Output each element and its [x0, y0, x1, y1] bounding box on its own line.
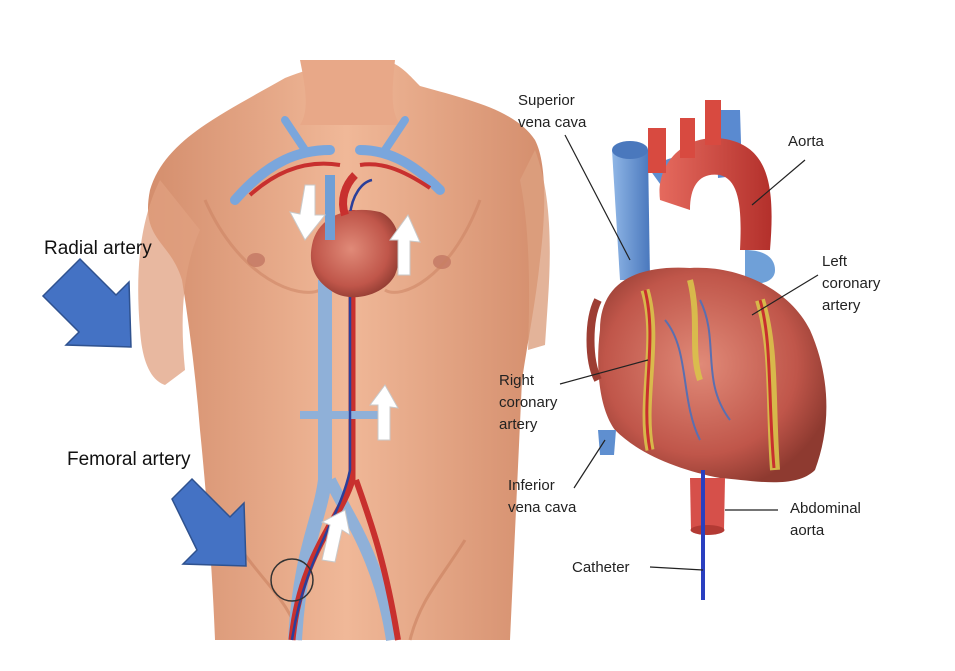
- aorta-label: Aorta: [788, 133, 824, 150]
- torso-silhouette: [147, 62, 545, 640]
- neck: [300, 60, 400, 125]
- flow-arrows: [289, 184, 421, 563]
- right-coronary-artery-vessel: [643, 289, 652, 451]
- left-arm: [138, 180, 200, 385]
- leader-lines: [559, 134, 819, 571]
- left-coronary-artery-label: Left coronary artery: [822, 253, 881, 314]
- femoral-artery-arrow-icon: [171, 477, 247, 567]
- inferior-vena-cava-label: Inferior vena cava: [508, 477, 577, 516]
- superior-vena-cava-label: Superior vena cava: [518, 92, 587, 131]
- femoral-access-circle: [270, 558, 314, 602]
- torso-heart: [310, 172, 400, 298]
- radial-artery-label: Radial artery: [44, 238, 152, 259]
- torso-vessels: [230, 116, 445, 641]
- flow-arrow-down-icon: [289, 184, 327, 241]
- catheter-label: Catheter: [572, 559, 630, 576]
- right-coronary-artery-label: Right coronary artery: [499, 372, 558, 433]
- left-coronary-artery-vessel: [758, 299, 776, 469]
- inferior-vena-cava-vessel: [598, 430, 616, 455]
- superior-vena-cava-vessel: [612, 142, 650, 280]
- catheter-line-torso: [290, 178, 373, 641]
- flow-arrow-up-icon: [389, 214, 421, 276]
- abdominal-aorta-label: Abdominal aorta: [790, 500, 861, 539]
- flow-arrow-up-icon: [369, 384, 399, 441]
- aortic-arch-vessel: [659, 138, 772, 250]
- detailed-heart-illustration: [586, 100, 827, 600]
- left-nipple: [247, 253, 265, 267]
- right-arm: [520, 150, 550, 350]
- abdominal-aorta-vessel: [690, 478, 725, 530]
- callout-arrows: [41, 257, 247, 567]
- torso-illustration: [138, 60, 550, 641]
- femoral-artery-label: Femoral artery: [67, 449, 191, 470]
- flow-arrow-up-icon: [320, 509, 351, 563]
- radial-artery-arrow-icon: [41, 257, 132, 348]
